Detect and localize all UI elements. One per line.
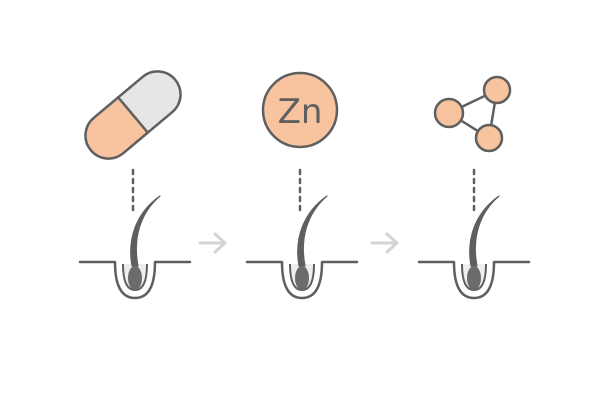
zinc-element-icon: Zn: [261, 71, 339, 149]
molecule-atom-1: [433, 97, 465, 129]
hair-shaft: [130, 195, 161, 267]
molecule-atom-2: [482, 75, 512, 105]
step-capsule: [78, 70, 192, 300]
hair-bulb: [295, 266, 309, 290]
hair-follicle-2: [245, 195, 359, 300]
hair-bulb: [467, 266, 481, 290]
capsule-divider: [116, 96, 150, 134]
hair-follicle-1: [78, 195, 192, 300]
arrow-right-icon: [370, 232, 399, 254]
molecule-icon: [433, 75, 512, 153]
step-molecule: [417, 75, 531, 300]
arrow-right-icon: [198, 232, 227, 254]
hair-shaft: [469, 195, 500, 267]
skin-line: [245, 260, 359, 300]
skin-line: [417, 260, 531, 300]
molecule-atom-3: [474, 123, 504, 153]
hair-follicle-3: [417, 195, 531, 300]
zinc-circle: [261, 71, 339, 149]
arrow-2: [370, 232, 399, 254]
hair-bulb: [128, 266, 142, 290]
skin-line: [78, 260, 192, 300]
hair-shaft: [297, 195, 328, 267]
step-zinc: Zn: [245, 71, 359, 300]
zinc-symbol-label: Zn: [278, 92, 323, 132]
arrow-1: [198, 232, 227, 254]
capsule-icon: [84, 70, 182, 160]
